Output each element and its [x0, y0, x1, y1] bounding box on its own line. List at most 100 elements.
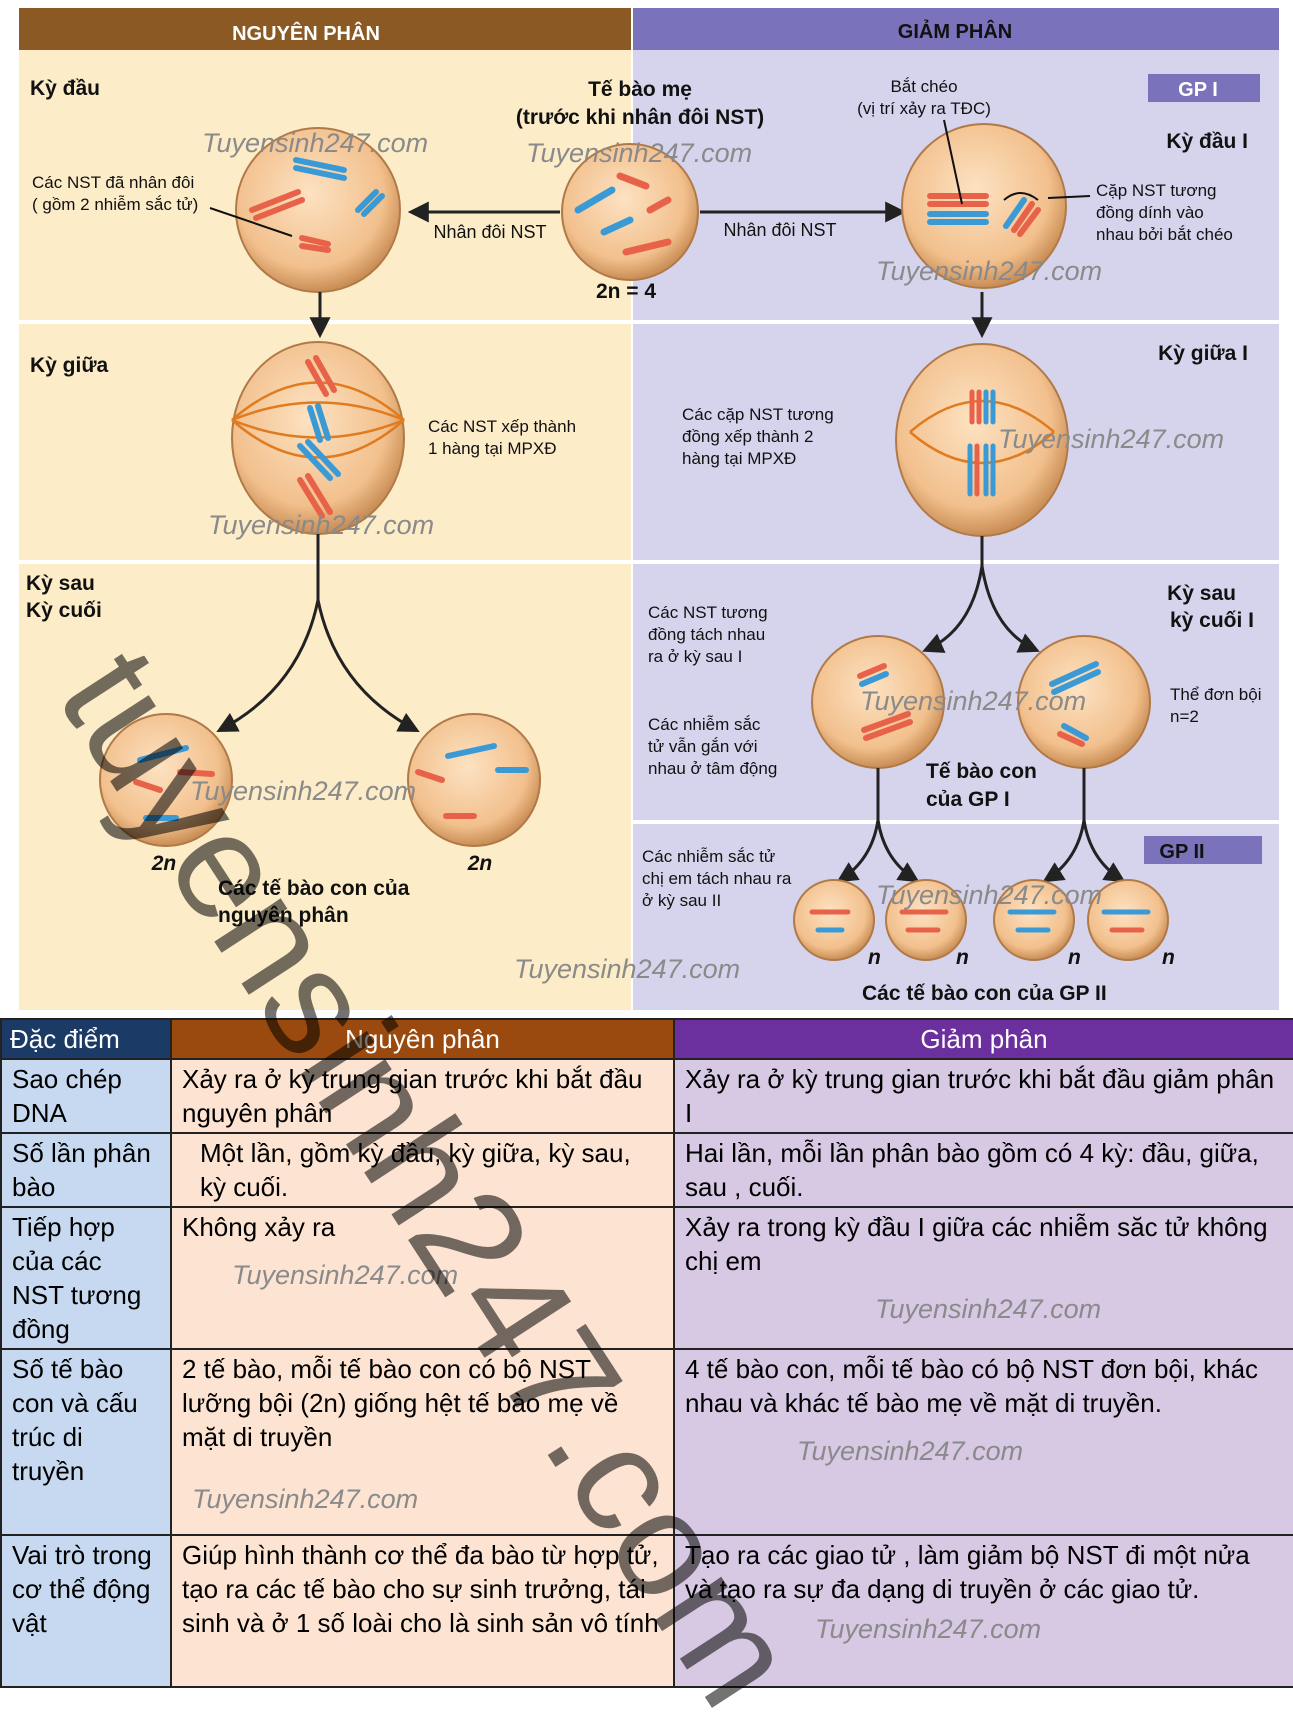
svg-text:Tuyensinh247.com: Tuyensinh247.com	[514, 954, 740, 984]
gp1-badge-text: GP I	[1178, 79, 1218, 101]
svg-text:Tuyensinh247.com: Tuyensinh247.com	[860, 686, 1086, 716]
ploidy-2n-left: 2n	[151, 852, 177, 875]
table-row: Số lần phân bào Một lần, gồm kỳ đầu, kỳ …	[0, 1132, 1293, 1208]
ploidy-n-2: n	[956, 946, 969, 969]
meiosis-split-arrows-1	[922, 536, 1040, 653]
row-meiosis-cell: 4 tế bào con, mỗi tế bào có bộ NST đơn b…	[673, 1348, 1293, 1536]
crossing-label-2: (vị trí xảy ra TĐC)	[857, 99, 991, 118]
cell-division-diagram: NGUYÊN PHÂN GIẢM PHÂN Kỳ đầu Kỳ giữa Kỳ …	[19, 8, 1279, 1010]
mito-align-label-2: 1 hàng tại MPXĐ	[428, 439, 557, 458]
mitosis-daughter-cell-2	[407, 713, 541, 847]
table-row: Tiếp hợp của các NST tương đồng Không xả…	[0, 1206, 1293, 1350]
stage-prophase1: Kỳ đầu I	[1166, 130, 1248, 153]
watermark: Tuyensinh247.com	[815, 1614, 1042, 1644]
row-feature: Tiếp hợp của các NST tương đồng	[0, 1206, 172, 1350]
ploidy-n-1: n	[868, 946, 881, 969]
gp1-chromosomes	[857, 661, 1101, 747]
gp1-cells-label-2: của GP I	[926, 788, 1010, 811]
mitosis-daughter-chromosomes	[133, 743, 529, 821]
table-row: Sao chép DNA Xảy ra ở kỳ trung gian trướ…	[0, 1058, 1293, 1134]
row-meiosis: Xảy ra trong kỳ đầu I giữa các nhiễm săc…	[685, 1212, 1268, 1276]
homolog-pair-label-2: đồng dính vào	[1096, 203, 1204, 222]
gp2-cell-2	[885, 879, 967, 961]
meio-align-label-1: Các cặp NST tương	[682, 405, 834, 424]
separate-label-2: đồng tách nhau	[648, 625, 765, 644]
svg-text:Tuyensinh247.com: Tuyensinh247.com	[202, 128, 428, 158]
row-feature: Số lần phân bào	[0, 1132, 172, 1208]
separate-label-3: ra ở kỳ sau I	[648, 647, 742, 666]
gp1-cells-label-1: Tế bào con	[926, 760, 1037, 783]
homolog-pair-label-1: Cặp NST tương	[1096, 181, 1217, 200]
row-meiosis: Hai lần, mỗi lần phân bào gồm có 4 kỳ: đ…	[673, 1132, 1293, 1208]
sister-sep-label-1: Các nhiễm sắc tử	[642, 847, 775, 866]
svg-text:Tuyensinh247.com: Tuyensinh247.com	[876, 880, 1102, 910]
stage-anaphase1: Kỳ sau	[1167, 582, 1236, 605]
col-header-feature: Đặc điểm	[0, 1018, 172, 1060]
mitosis-header	[19, 8, 631, 50]
sister-label-2: tử vẫn gắn với	[648, 737, 757, 756]
haploid-label-1: Thể đơn bội	[1170, 685, 1261, 704]
gp2-badge-text: GP II	[1159, 841, 1204, 863]
svg-text:Tuyensinh247.com: Tuyensinh247.com	[998, 424, 1224, 454]
gp2-cell-4	[1087, 879, 1169, 961]
mitosis-prophase-chromosomes	[249, 157, 385, 253]
row-meiosis-cell: Xảy ra trong kỳ đầu I giữa các nhiễm săc…	[673, 1206, 1293, 1350]
table-row: Số tế bào con và cấu trúc di truyền 2 tế…	[0, 1348, 1293, 1536]
mitosis-header-text: NGUYÊN PHÂN	[232, 21, 380, 45]
mitosis-split-arrows	[216, 534, 420, 732]
stage-prophase: Kỳ đầu	[30, 77, 100, 100]
meiosis-prophase1-chromosomes	[927, 193, 1041, 237]
row-meiosis: Xảy ra ở kỳ trung gian trước khi bắt đầu…	[673, 1058, 1293, 1134]
row-mitosis: Xảy ra ở kỳ trung gian trước khi bắt đầu…	[170, 1058, 675, 1134]
separate-label-1: Các NST tương	[648, 603, 768, 622]
watermark: Tuyensinh247.com	[875, 1294, 1102, 1324]
ploidy-2n-right: 2n	[467, 852, 493, 875]
watermark: Tuyensinh247.com	[192, 1484, 419, 1514]
meio-align-label-3: hàng tại MPXĐ	[682, 449, 796, 468]
gp2-cell-1	[793, 879, 875, 961]
parent-cell-sublabel: (trước khi nhân đôi NST)	[516, 106, 764, 129]
stage-anaphase: Kỳ sau	[26, 572, 95, 595]
col-header-meiosis: Giảm phân	[673, 1018, 1293, 1060]
mito-daughters-label-1: Các tế bào con của	[218, 877, 410, 900]
row-feature: Số tế bào con và cấu trúc di truyền	[0, 1348, 172, 1536]
mitosis-metaphase-chromosomes	[297, 355, 341, 519]
row-feature: Vai trò trong cơ thể động vật	[0, 1534, 172, 1688]
dup-right-label: Nhân đôi NST	[723, 220, 836, 240]
svg-text:Tuyensinh247.com: Tuyensinh247.com	[190, 776, 416, 806]
svg-text:Tuyensinh247.com: Tuyensinh247.com	[526, 138, 752, 168]
parent-chromosomes	[574, 172, 672, 256]
row-meiosis-cell: Tạo ra các giao tử , làm giảm bộ NST đi …	[673, 1534, 1293, 1688]
duplicated-label-2: ( gồm 2 nhiễm sắc tử)	[32, 195, 198, 214]
meiosis-split-arrows-2	[836, 768, 1126, 883]
watermark: Tuyensinh247.com	[232, 1260, 459, 1290]
meiosis-metaphase1-chromosomes	[967, 389, 996, 497]
sister-label-1: Các nhiễm sắc	[648, 715, 761, 734]
watermarks: Tuyensinh247.com Tuyensinh247.com Tuyens…	[190, 128, 1224, 984]
mito-daughters-label-2: nguyên phân	[218, 904, 349, 927]
sister-sep-label-2: chị em tách nhau ra	[642, 869, 792, 888]
watermark: Tuyensinh247.com	[797, 1436, 1024, 1466]
mito-align-label-1: Các NST xếp thành	[428, 417, 576, 436]
stage-metaphase1: Kỳ giữa I	[1158, 342, 1248, 365]
row-meiosis: Tạo ra các giao tử , làm giảm bộ NST đi …	[685, 1540, 1250, 1604]
table-row: Vai trò trong cơ thể động vật Giúp hình …	[0, 1534, 1293, 1688]
row-mitosis: 2 tế bào, mỗi tế bào con có bộ NST lưỡng…	[182, 1354, 619, 1452]
svg-text:Tuyensinh247.com: Tuyensinh247.com	[876, 256, 1102, 286]
gp2-daughters-label: Các tế bào con của GP II	[862, 982, 1107, 1005]
gp2-badge	[1144, 836, 1262, 864]
gp2-cell-3	[993, 879, 1075, 961]
row-feature: Sao chép DNA	[0, 1058, 172, 1134]
ploidy-parent: 2n = 4	[596, 280, 656, 303]
row-mitosis: Một lần, gồm kỳ đầu, kỳ giữa, kỳ sau, kỳ…	[170, 1132, 675, 1208]
stage-telophase: Kỳ cuối	[26, 599, 102, 622]
meiosis-header	[633, 8, 1279, 50]
row-mitosis: Không xảy ra	[182, 1212, 336, 1242]
mitosis-prophase-cell	[235, 127, 401, 293]
duplicated-label-1: Các NST đã nhân đôi	[32, 173, 194, 192]
row-mitosis-cell: 2 tế bào, mỗi tế bào con có bộ NST lưỡng…	[170, 1348, 675, 1536]
stage-telophase1: kỳ cuối I	[1170, 609, 1254, 632]
gp2-chromosomes	[809, 909, 1151, 933]
meio-align-label-2: đồng xếp thành 2	[682, 427, 813, 446]
mitosis-daughter-cell-1	[99, 713, 233, 847]
